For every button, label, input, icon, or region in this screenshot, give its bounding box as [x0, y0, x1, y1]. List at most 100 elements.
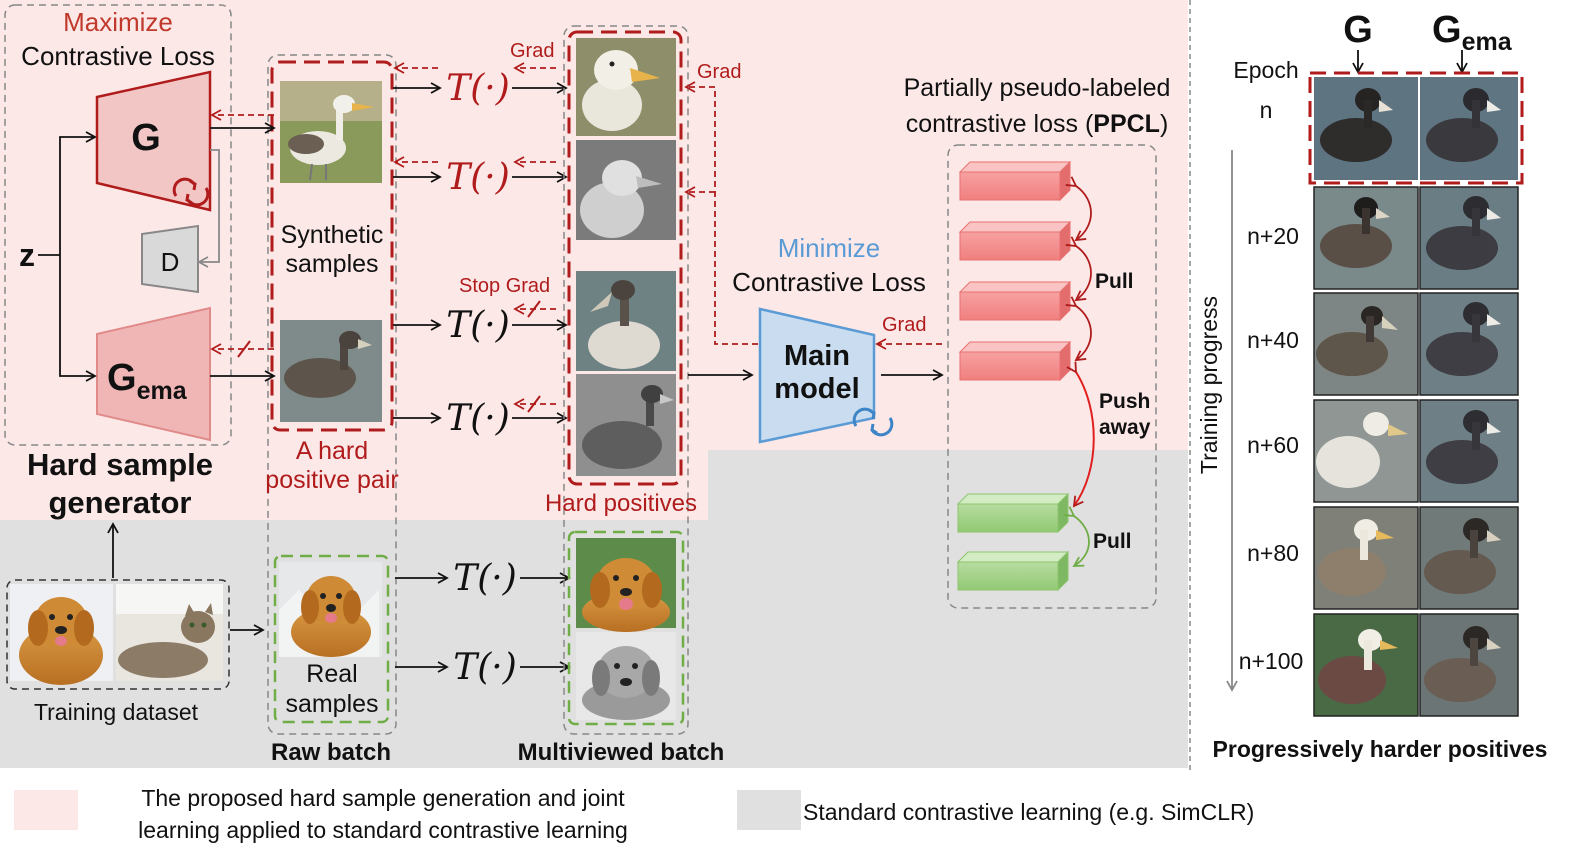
hard-pair-box	[270, 60, 394, 432]
synthetic-coot-image	[280, 320, 382, 422]
synthetic-albatross-image	[280, 81, 382, 183]
real-samples-box	[273, 554, 390, 724]
pull-top-label: Pull	[1095, 270, 1134, 293]
ppcl-box	[947, 144, 1157, 609]
grid-row-n100	[1313, 613, 1519, 717]
ppcl-line1: Partially pseudo-labeled	[904, 74, 1171, 102]
grid-row-n20	[1313, 186, 1519, 290]
transform-4: T(·)	[446, 398, 510, 439]
stop-grad-slash-left	[237, 340, 251, 358]
legend-pink-line1: The proposed hard sample generation and …	[141, 785, 625, 811]
transform-grad-arrows	[393, 62, 556, 410]
hard-pair-line2: positive pair	[265, 466, 398, 494]
transform-arrows-in	[393, 82, 449, 673]
view-albatross-gray	[576, 140, 676, 240]
generator-Gema-shape	[96, 306, 211, 442]
epoch-n20: n+20	[1247, 223, 1299, 249]
maximize-loss: Contrastive Loss	[21, 41, 215, 71]
grid-row-n	[1314, 77, 1518, 180]
minimize-loss: Contrastive Loss	[732, 267, 926, 297]
ppcl-line2: contrastive loss (PPCL)	[906, 110, 1169, 138]
model-update-icon	[852, 407, 894, 437]
dataset-cat-image	[116, 584, 223, 681]
epoch-n: n	[1260, 97, 1273, 123]
transform-3: T(·)	[446, 305, 510, 346]
push-away-arc	[1066, 361, 1095, 508]
discriminator-shape	[141, 224, 199, 294]
view-dog-color	[576, 538, 676, 632]
real-dog-image	[279, 562, 382, 657]
stop-grad-label: Stop Grad	[459, 275, 550, 297]
grid-row-n-highlight	[1308, 71, 1524, 185]
embedding-red-4	[958, 340, 1072, 382]
real-views-box	[567, 530, 685, 726]
epoch-n40: n+40	[1247, 327, 1299, 353]
z-arrows	[38, 131, 97, 382]
legend-gray-text: Standard contrastive learning (e.g. SimC…	[803, 799, 1254, 825]
embedding-green-1	[956, 492, 1070, 534]
hard-positives-box	[567, 30, 683, 486]
G-to-D-arrow	[197, 149, 220, 268]
grad-label-top: Grad	[510, 40, 554, 62]
maximize-word: Maximize	[63, 7, 173, 37]
real-line1: Real	[306, 660, 357, 688]
generator-Gema-label: Gema	[107, 357, 188, 405]
minimize-word: Minimize	[778, 233, 881, 263]
dataset-dog-image	[10, 584, 113, 685]
stop-grad-slash-2	[527, 395, 541, 413]
grid-row-n80	[1313, 506, 1519, 610]
transform-1: T(·)	[446, 68, 510, 109]
raw-batch-label: Raw batch	[271, 739, 391, 766]
raw-batch-box	[267, 54, 397, 735]
synthetic-line2: samples	[285, 250, 378, 278]
generator-output-arrows	[210, 122, 276, 382]
update-cycle-icon	[172, 177, 210, 207]
discriminator-label: D	[161, 247, 180, 277]
transform-arrows-out	[512, 82, 571, 673]
generator-G-label: G	[131, 117, 161, 159]
hard-sample-generator-line1: Hard sample	[27, 447, 213, 482]
hard-pair-line1: A hard	[296, 437, 368, 465]
pull-arc-green	[1063, 506, 1090, 567]
hard-sample-generator-line2: generator	[49, 485, 192, 520]
embedding-red-3	[958, 280, 1072, 322]
hard-positives-label: Hard positives	[545, 490, 697, 517]
training-progress-label: Training progress	[1196, 296, 1222, 474]
progress-grid	[1308, 71, 1524, 717]
legend-gray-swatch	[737, 790, 801, 830]
main-to-generator-grad	[684, 81, 758, 345]
legend-pink-swatch	[14, 790, 78, 830]
grid-row-n40	[1313, 292, 1519, 396]
real-line2: samples	[285, 690, 378, 718]
col-Gema-label: Gema	[1432, 9, 1513, 56]
col-G-label: G	[1343, 9, 1373, 51]
epoch-n80: n+80	[1247, 540, 1299, 566]
grad-label-main: Grad	[882, 314, 926, 336]
embedding-red-1	[958, 160, 1072, 202]
epoch-n100: n+100	[1239, 648, 1304, 674]
view-coot-gray	[576, 374, 676, 476]
embedding-red-2	[958, 220, 1072, 262]
pull-arcs-red	[1065, 176, 1092, 362]
stop-grad-slash-1	[527, 300, 541, 318]
main-model-line1: Main	[784, 340, 850, 372]
view-albatross-color	[576, 38, 676, 136]
grid-row-n60	[1313, 399, 1519, 503]
training-dataset-box	[6, 579, 230, 690]
transform-6: T(·)	[453, 647, 517, 688]
epoch-label: Epoch	[1233, 57, 1298, 83]
push-line2: away	[1099, 416, 1151, 439]
progress-caption: Progressively harder positives	[1213, 736, 1548, 762]
legend-pink-line2: learning applied to standard contrastive…	[138, 817, 628, 843]
view-coot-color	[576, 271, 676, 371]
multiview-label: Multiviewed batch	[518, 739, 725, 766]
synthetic-line1: Synthetic	[281, 221, 384, 249]
push-line1: Push	[1099, 390, 1150, 413]
multiview-box	[563, 25, 689, 735]
grad-label-mid: Grad	[697, 61, 741, 83]
training-dataset-label: Training dataset	[34, 699, 199, 725]
transform-5: T(·)	[453, 558, 517, 599]
z-label: z	[19, 237, 35, 273]
generator-box	[4, 4, 232, 446]
